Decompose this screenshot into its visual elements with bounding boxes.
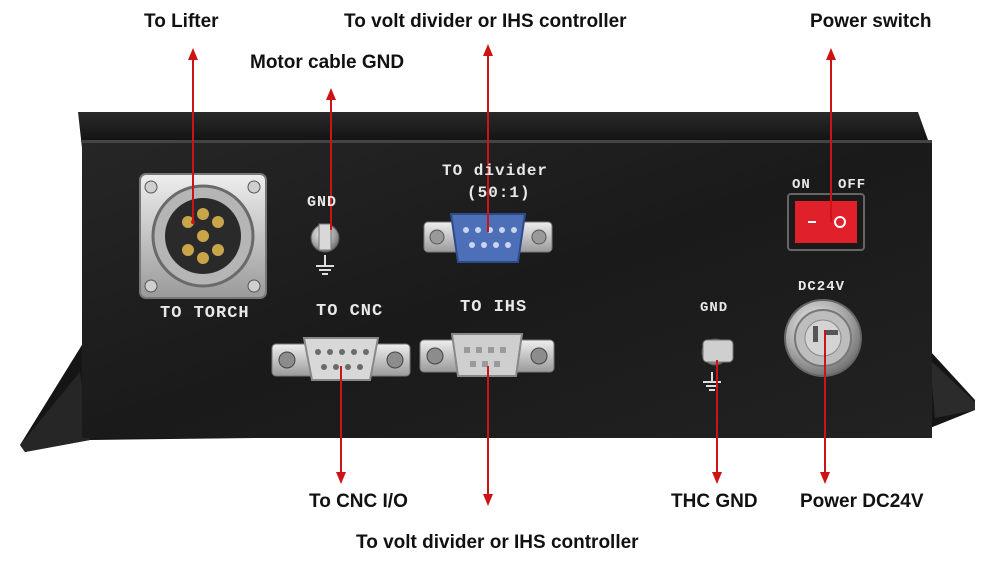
db9-ihs-connector-icon [419,333,555,377]
power-switch-icon [787,193,865,251]
callout-arrows [188,44,836,506]
ratio-label: (50:1) [467,184,531,202]
dc24v-label: DC24V [798,279,846,295]
gnd-right-label: GND [700,300,729,316]
callout-to-lifter: To Lifter [144,11,219,32]
switch-on-label: ON [792,177,811,193]
to-cnc-label: TO CNC [316,302,384,321]
db9-divider-connector-icon [423,213,553,263]
thc-gnd-post-icon [701,338,734,391]
db9-cnc-connector-icon [271,337,411,381]
callout-motor-cable-gnd: Motor cable GND [250,52,405,73]
to-divider-label: TO divider [442,162,549,180]
callout-power-dc24v: Power DC24V [800,491,924,512]
torch-connector-icon [139,173,267,299]
to-torch-label: TO TORCH [160,304,250,323]
callout-to-cnc-io: To CNC I/O [309,491,408,512]
switch-off-label: OFF [838,177,867,193]
gnd-post-icon [310,223,340,275]
dc24v-jack-icon [784,299,862,377]
callout-power-switch: Power switch [810,11,932,32]
callout-thc-gnd: THC GND [671,491,758,512]
callout-volt-divider-bottom: To volt divider or IHS controller [356,532,639,553]
gnd-left-label: GND [307,194,338,211]
to-ihs-label: TO IHS [460,298,528,317]
callout-volt-divider-top: To volt divider or IHS controller [344,11,627,32]
box-lid [78,112,928,148]
